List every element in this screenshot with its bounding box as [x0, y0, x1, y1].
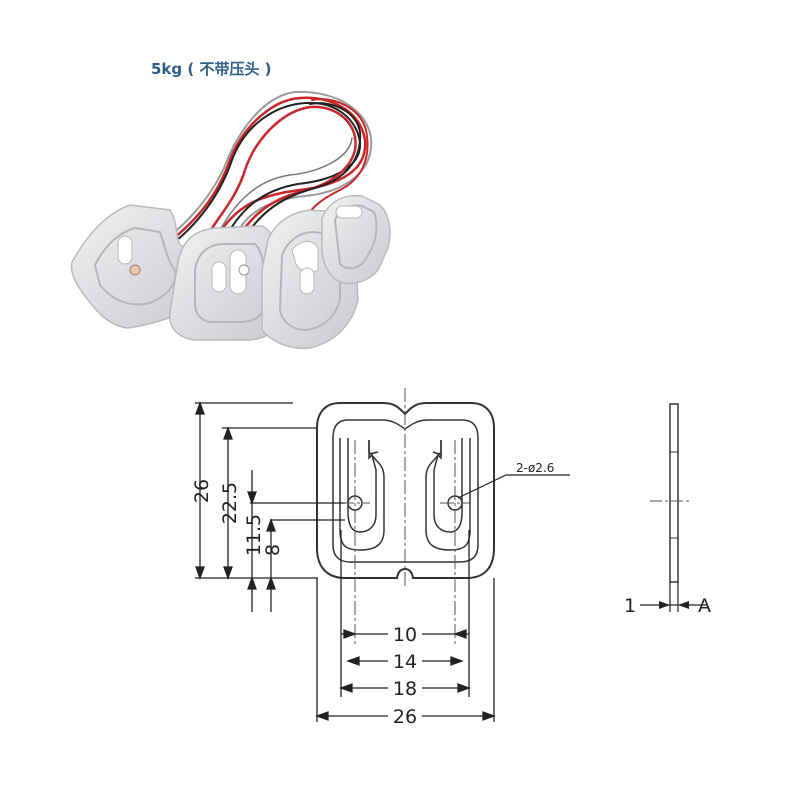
dim-width-14: 14 — [393, 651, 417, 673]
right-slot — [433, 438, 463, 533]
center-lines — [340, 388, 470, 645]
side-view-drawing — [640, 403, 708, 612]
right-slot-inner — [425, 438, 471, 551]
dim-height-8: 8 — [262, 544, 284, 556]
load-cell-plate-2 — [169, 225, 283, 341]
dim-height-22-5: 22.5 — [219, 482, 241, 524]
left-slot-inner — [339, 438, 385, 551]
load-cell-plate-4 — [321, 194, 391, 285]
vertical-dimensions — [195, 401, 345, 612]
product-caption: 5kg ( 不带压头 ) — [151, 60, 272, 78]
dim-width-18: 18 — [393, 678, 417, 700]
left-slot — [347, 438, 377, 533]
dim-thickness-1: 1 — [624, 595, 636, 617]
dim-height-26: 26 — [191, 479, 213, 503]
dim-height-11-5: 11.5 — [243, 514, 265, 556]
load-cell-photo — [70, 90, 391, 350]
side-view-label: A — [698, 595, 711, 617]
dimension-labels: 26 22.5 11.5 8 10 14 18 26 2-ø2.6 1 A — [191, 461, 711, 728]
dim-width-10: 10 — [393, 624, 417, 646]
hole-callout: 2-ø2.6 — [516, 461, 554, 475]
wire-bundle — [147, 90, 373, 259]
plate-outline — [316, 402, 495, 579]
hole-leader — [457, 474, 570, 499]
dim-width-26: 26 — [393, 706, 417, 728]
